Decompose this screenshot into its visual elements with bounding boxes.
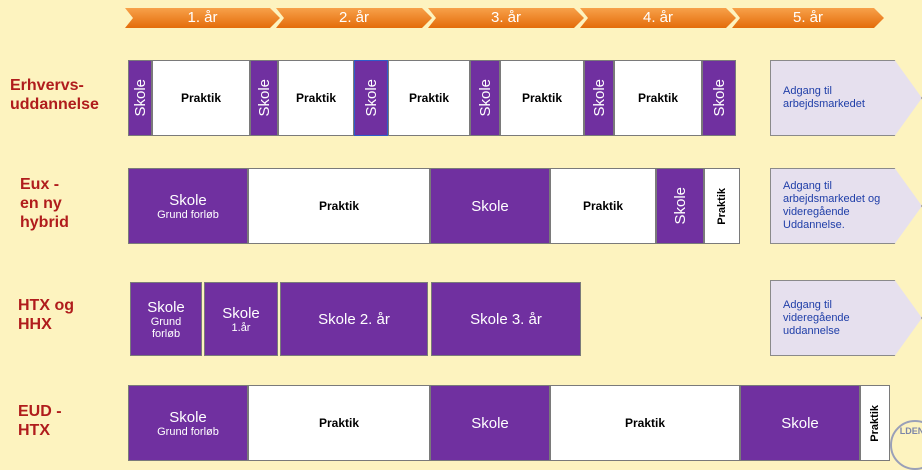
segment-label: Praktik (295, 91, 337, 105)
segment-praktik: Praktik (388, 60, 470, 136)
segment-skole: Skole (128, 60, 152, 136)
timeline-year-1: 1. år (125, 8, 280, 28)
segment-label: Praktik (180, 91, 222, 105)
segment-praktik: Praktik (550, 168, 656, 244)
segment-label: Skole (471, 197, 509, 215)
outcome-arbejdsmarkedet-videregaaende: Adgang til arbejdsmarkedet og videregåen… (770, 168, 922, 244)
segment-skole: Skole (656, 168, 704, 244)
outcome-text: Adgang til arbejdsmarkedet og videregåen… (783, 180, 881, 231)
segment-skole: Skole (250, 60, 278, 136)
segment-sublabel: Grund forløb (150, 315, 182, 340)
segment-sublabel: Grund forløb (157, 425, 219, 438)
timeline-year-4: 4. år (580, 8, 736, 28)
timeline-year-3: 3. år (428, 8, 584, 28)
segment-label: Praktik (582, 199, 624, 213)
segment-skole-grundforloeb: Skole Grund forløb (128, 168, 248, 244)
segment-label: Skole (476, 79, 494, 117)
outcome-arbejdsmarkedet: Adgang til arbejdsmarkedet (770, 60, 922, 136)
segment-skole-grundforloeb: Skole Grund forløb (128, 385, 248, 461)
segment-skole: Skole (430, 385, 550, 461)
segment-label: Praktik (318, 416, 360, 430)
segment-label: Skole (471, 414, 509, 432)
segment-praktik: Praktik (550, 385, 740, 461)
segment-label: Skole (781, 414, 819, 432)
segment-label: Skole (255, 79, 273, 117)
segment-label: Skole (710, 79, 728, 117)
timeline-year-5: 5. år (732, 8, 884, 28)
segment-praktik: Praktik (500, 60, 584, 136)
segment-label: Skole 2. år (318, 310, 390, 328)
segment-label: Praktik (716, 187, 728, 225)
segment-skole: Skole (430, 168, 550, 244)
segment-label: Skole (222, 304, 260, 322)
segment-label: Praktik (521, 91, 563, 105)
segment-skole: Skole (740, 385, 860, 461)
segment-skole-1aar: Skole 1.år (204, 282, 278, 356)
segment-label: Skole (671, 187, 689, 225)
segment-label: Skole (131, 79, 149, 117)
segment-label: Skole (169, 191, 207, 209)
seal-stamp-text: LDENS (899, 426, 922, 436)
segment-skole: Skole (584, 60, 614, 136)
outcome-videregaaende: Adgang til videregående uddannelse (770, 280, 922, 356)
outcome-text: Adgang til arbejdsmarkedet (783, 85, 865, 110)
segment-label: Praktik (408, 91, 450, 105)
segment-skole-3aar: Skole 3. år (431, 282, 581, 356)
segment-label: Praktik (624, 416, 666, 430)
segment-label: Skole (169, 408, 207, 426)
outcome-text: Adgang til videregående uddannelse (783, 298, 850, 337)
segment-skole: Skole (470, 60, 500, 136)
segment-sublabel: Grund forløb (157, 208, 219, 221)
timeline-year-2: 2. år (276, 8, 432, 28)
segment-praktik: Praktik (278, 60, 354, 136)
segment-skole-2aar: Skole 2. år (280, 282, 428, 356)
segment-label: Skole (147, 298, 185, 316)
segment-praktik: Praktik (248, 385, 430, 461)
segment-praktik: Praktik (860, 385, 890, 461)
segment-praktik: Praktik (704, 168, 740, 244)
segment-skole: Skole (354, 60, 388, 136)
segment-label: Skole (590, 79, 608, 117)
seal-stamp: LDENS (890, 420, 922, 470)
row-label-eux: Eux - en ny hybrid (20, 176, 69, 231)
segment-praktik: Praktik (614, 60, 702, 136)
segment-praktik: Praktik (152, 60, 250, 136)
row-label-erhvervsuddannelse: Erhvervs- uddannelse (10, 77, 99, 113)
segment-skole: Skole (702, 60, 736, 136)
segment-label: Skole (362, 79, 380, 117)
segment-label: Praktik (318, 199, 360, 213)
segment-sublabel: 1.år (231, 321, 251, 334)
segment-skole-grundforloeb: Skole Grund forløb (130, 282, 202, 356)
segment-label: Skole 3. år (470, 310, 542, 328)
segment-praktik: Praktik (248, 168, 430, 244)
segment-label: Praktik (869, 404, 881, 442)
row-label-eud-htx: EUD - HTX (18, 403, 62, 439)
row-label-htx-hhx: HTX og HHX (18, 297, 74, 333)
segment-label: Praktik (637, 91, 679, 105)
